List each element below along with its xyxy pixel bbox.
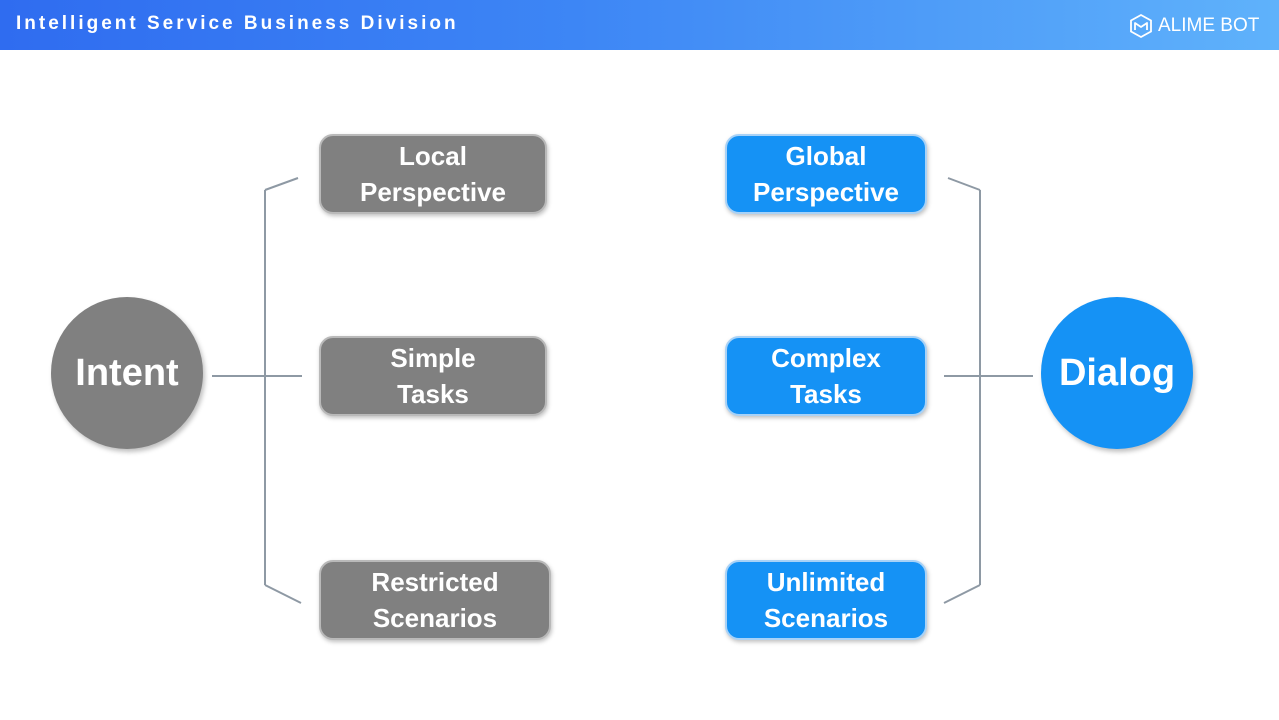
header-bar: Intelligent Service Business Division AL… xyxy=(0,0,1279,50)
box-line: Simple xyxy=(390,343,476,373)
box-line: Complex xyxy=(771,343,881,373)
header-title: Intelligent Service Business Division xyxy=(16,13,459,34)
box-line: Perspective xyxy=(360,177,506,207)
box-line: Scenarios xyxy=(763,603,889,633)
local-perspective-box: Local Perspective xyxy=(319,134,547,214)
alime-bot-logo: ALIME BOT xyxy=(1128,12,1259,40)
box-line: Unlimited xyxy=(766,567,886,597)
box-line: Perspective xyxy=(753,177,899,207)
complex-tasks-box: Complex Tasks xyxy=(725,336,927,416)
box-line: Global xyxy=(785,141,867,171)
restricted-scenarios-box: Restricted Scenarios xyxy=(319,560,551,640)
logo-text: ALIME BOT xyxy=(1158,15,1260,36)
box-line: Restricted xyxy=(371,567,499,597)
unlimited-scenarios-box: Unlimited Scenarios xyxy=(725,560,927,640)
box-line: Tasks xyxy=(397,379,469,409)
intent-label: Intent xyxy=(75,351,179,394)
box-line: Scenarios xyxy=(372,603,498,633)
cube-logo-icon xyxy=(1130,13,1152,39)
box-line: Tasks xyxy=(790,379,862,409)
box-line: Local xyxy=(399,141,467,171)
dialog-label: Dialog xyxy=(1058,351,1176,394)
simple-tasks-box: Simple Tasks xyxy=(319,336,547,416)
intent-node: Intent xyxy=(51,297,203,449)
global-perspective-box: Global Perspective xyxy=(725,134,927,214)
dialog-node: Dialog xyxy=(1041,297,1193,449)
